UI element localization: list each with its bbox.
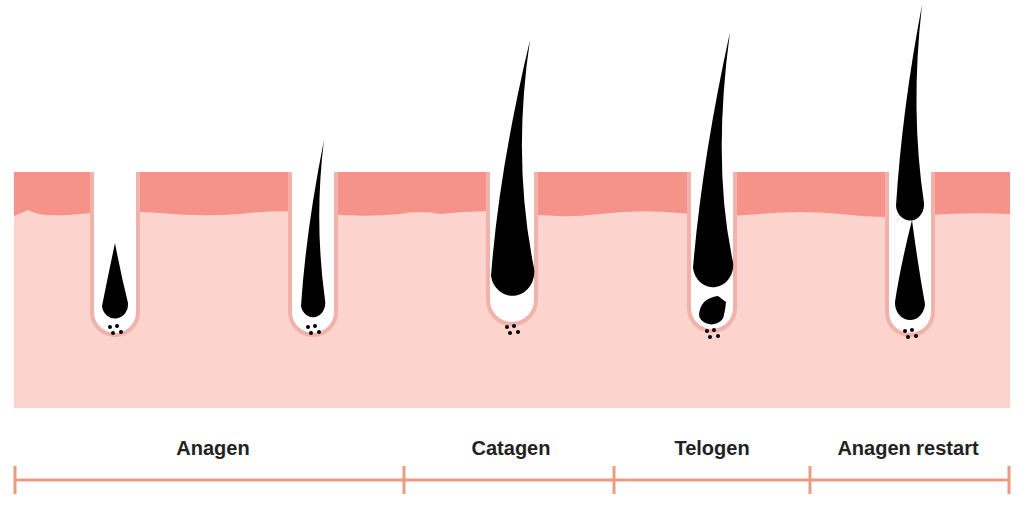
timeline	[14, 466, 1010, 494]
hair	[491, 40, 534, 296]
hair	[896, 5, 924, 221]
new-hair-bulb	[699, 296, 726, 324]
phase-label: Anagen restart	[835, 437, 980, 460]
phase-label: Catagen	[470, 437, 553, 460]
papilla-dots	[108, 324, 918, 339]
hair	[895, 220, 925, 320]
hairs	[102, 5, 925, 324]
phase-label: Telogen	[672, 437, 751, 460]
hair	[301, 140, 325, 317]
phase-label: Anagen	[174, 437, 251, 460]
hair	[102, 243, 128, 319]
hair	[693, 32, 733, 287]
